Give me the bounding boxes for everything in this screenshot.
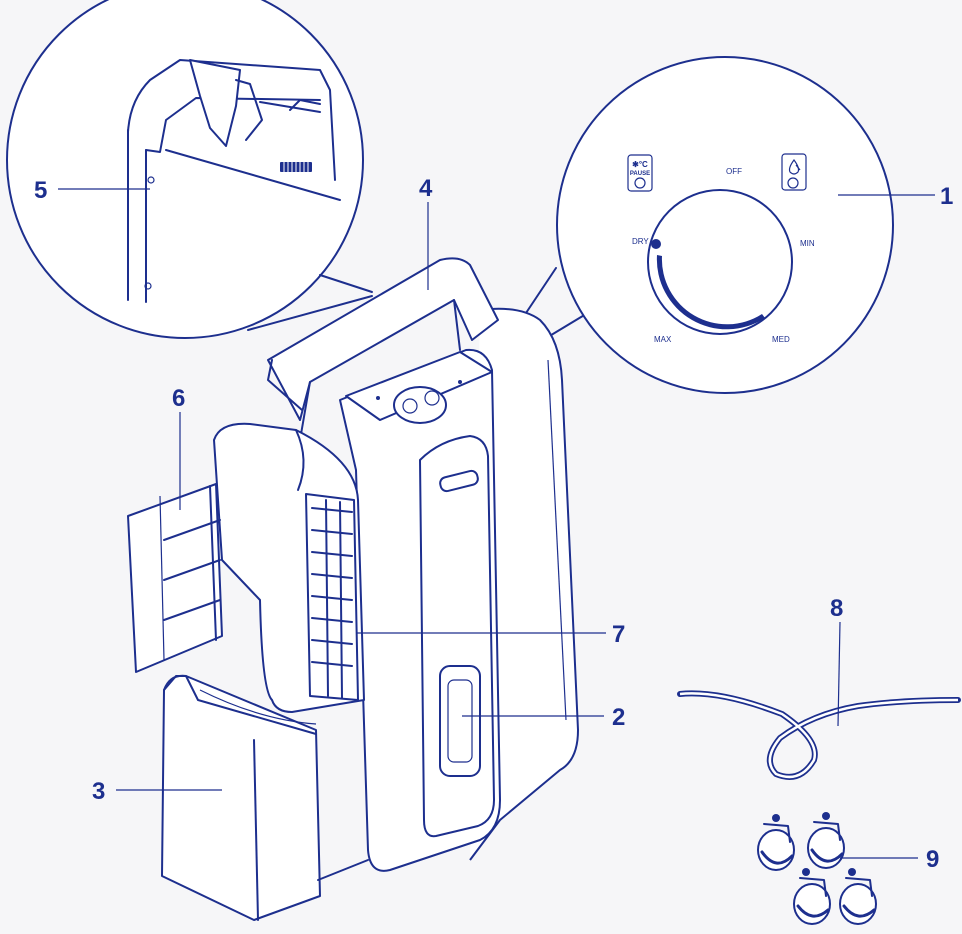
callout-2: 2 <box>612 704 625 731</box>
side-frame <box>127 129 147 303</box>
dial-label-med: MED <box>772 335 790 344</box>
snowflake-pause-icon: ✱°C PAUSE <box>627 154 653 192</box>
handle-edge <box>267 359 303 411</box>
callout-4: 4 <box>419 175 433 202</box>
handle-legs <box>299 299 461 441</box>
leader-8 <box>837 621 841 727</box>
top-rail <box>259 101 321 113</box>
front-inset-panel <box>419 435 495 838</box>
inset-control-panel: ✱°C PAUSE OFF MIN MED MAX DRY <box>479 56 894 394</box>
castor-wheel-b <box>807 812 845 869</box>
callout-1: 1 <box>940 183 953 210</box>
dial-indicator-dot <box>651 239 661 249</box>
callout-7: 7 <box>612 621 625 648</box>
callout-9: 9 <box>926 846 939 873</box>
dial-label-dry: DRY <box>632 237 649 246</box>
castor-wheel-d <box>839 868 877 925</box>
inset-top-detail <box>6 0 373 339</box>
knob-left <box>402 398 418 414</box>
top-rail-step <box>289 99 321 111</box>
water-drop-full-icon <box>781 153 807 191</box>
frame-screw-bottom <box>144 282 152 290</box>
dehumidifier-body <box>127 257 579 921</box>
callout-6: 6 <box>172 385 185 412</box>
inset-left-pointer-a <box>319 274 373 293</box>
water-tank <box>161 674 369 921</box>
callout-5: 5 <box>34 177 47 204</box>
top-clip-back <box>235 79 263 141</box>
pause-icon-label: PAUSE <box>630 171 650 177</box>
temp-icon-label: ✱°C <box>632 160 648 169</box>
humidity-dial: OFF MIN MED MAX DRY <box>632 167 815 344</box>
dial-label-off: OFF <box>726 167 742 176</box>
drain-hose <box>677 690 961 780</box>
top-panel <box>345 351 493 421</box>
water-level-window-inner <box>447 679 473 763</box>
knob-right <box>424 390 440 406</box>
vent-slots <box>280 162 312 172</box>
dial-label-min: MIN <box>800 239 815 248</box>
knob-plate <box>393 386 447 424</box>
air-filter <box>127 483 223 673</box>
castor-wheels <box>757 812 877 925</box>
callout-3: 3 <box>92 778 105 805</box>
inset-circle-left <box>6 0 364 339</box>
drain-hose-highlight <box>679 692 959 779</box>
dial-knob <box>647 189 793 335</box>
front-display-badge <box>439 469 479 493</box>
frame-screw-top <box>147 176 155 184</box>
leader-lines <box>58 188 935 859</box>
air-outlet-ridge <box>295 429 305 491</box>
panel-screw-a <box>376 396 380 400</box>
top-clip <box>189 59 241 147</box>
castor-wheel-a <box>757 814 795 871</box>
callout-8: 8 <box>830 595 843 622</box>
water-level-window <box>439 665 481 777</box>
air-grille <box>305 493 359 701</box>
panel-screw-b <box>458 380 462 384</box>
dial-range-arc <box>656 255 765 330</box>
dial-label-max: MAX <box>654 335 672 344</box>
top-housing-edge <box>165 149 341 201</box>
callout-labels: 1 2 3 4 5 6 7 8 9 <box>34 175 953 873</box>
castor-wheel-c <box>793 868 831 925</box>
front-body <box>339 348 501 872</box>
carry-handle <box>267 257 499 421</box>
top-housing-outline <box>127 59 336 181</box>
inset-left-pointer-b <box>247 295 373 331</box>
rear-edge-line <box>547 359 567 721</box>
